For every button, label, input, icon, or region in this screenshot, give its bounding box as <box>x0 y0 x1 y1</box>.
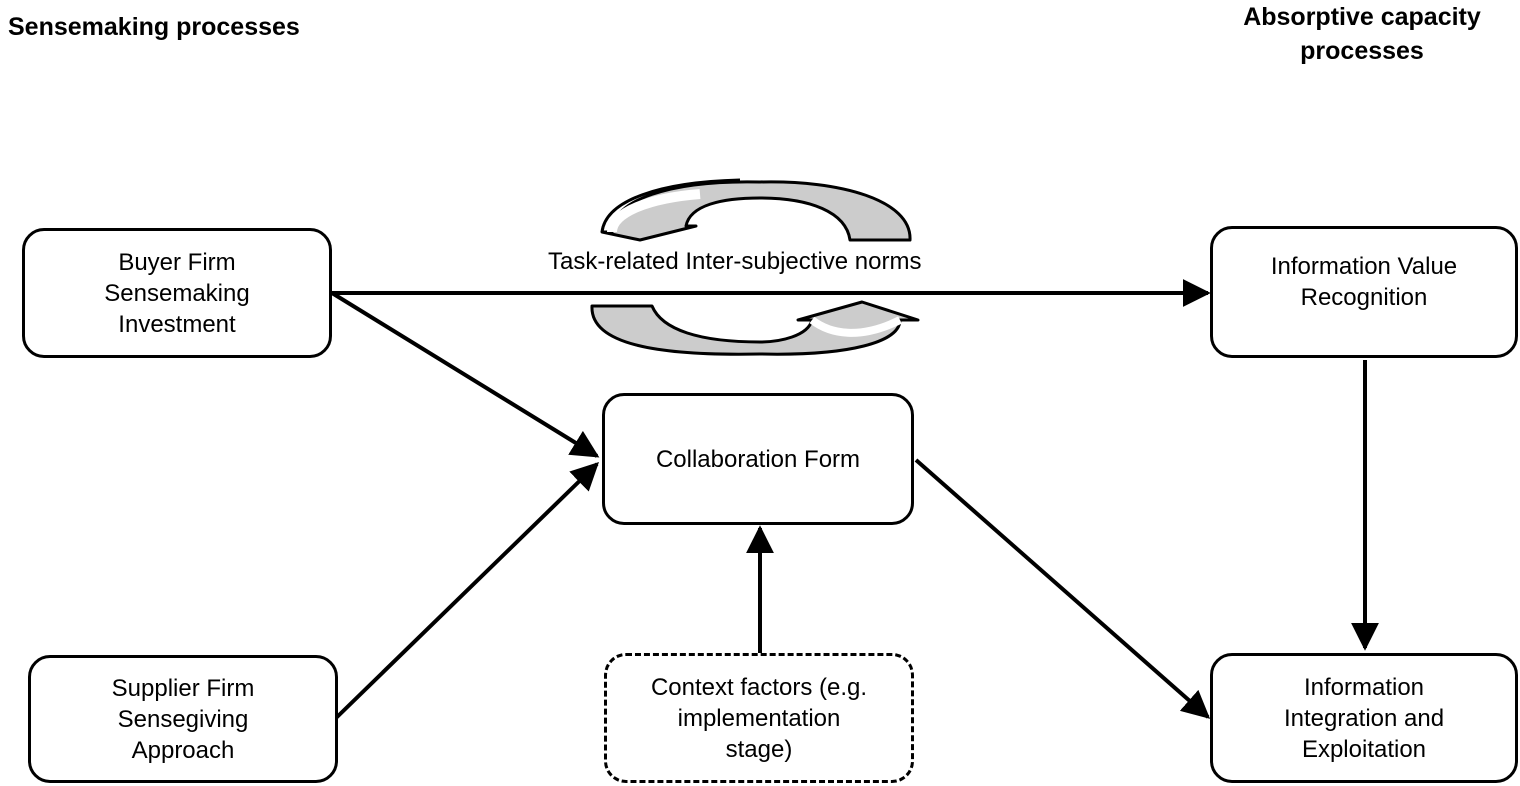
left-column-heading: Sensemaking processes <box>8 13 300 41</box>
supplier-line-3: Approach <box>131 736 235 764</box>
right-heading-line-1: Absorptive capacity <box>1243 3 1481 31</box>
buyer-line-1: Buyer Firm <box>118 248 236 276</box>
context-line-2: implementation <box>677 704 841 732</box>
ivr-line-2: Recognition <box>1300 284 1428 311</box>
node-supplier-sensegiving: Supplier Firm Sensegiving Approach <box>28 655 338 783</box>
node-information-integration: Information Integration and Exploitation <box>1210 653 1518 783</box>
edge-collab-to-iie <box>914 458 1211 719</box>
collab-line-1: Collaboration Form <box>655 446 861 473</box>
node-collaboration-form: Collaboration Form <box>602 393 914 525</box>
node-context-factors: Context factors (e.g. implementation sta… <box>604 653 914 783</box>
edge-buyer-to-collab <box>330 291 600 458</box>
node-buyer-sensemaking: Buyer Firm Sensemaking Investment <box>22 228 332 358</box>
edge-supplier-to-collab <box>334 462 600 720</box>
right-column-heading: Absorptive capacity processes <box>1212 0 1512 68</box>
buyer-line-2: Sensemaking <box>104 279 250 307</box>
context-line-1: Context factors (e.g. <box>650 673 868 701</box>
cycle-arrows-top <box>600 178 912 242</box>
iie-line-3: Exploitation <box>1301 735 1427 763</box>
buyer-line-3: Investment <box>118 310 236 338</box>
node-information-value-recognition: Information Value Recognition <box>1210 226 1518 358</box>
supplier-line-2: Sensegiving <box>117 705 249 733</box>
ivr-line-1: Information Value <box>1270 253 1458 280</box>
iie-line-2: Integration and <box>1283 704 1445 732</box>
context-line-3: stage) <box>725 735 793 763</box>
supplier-line-1: Supplier Firm <box>111 674 255 702</box>
iie-line-1: Information <box>1303 673 1425 701</box>
cycle-arrows-bottom <box>590 300 920 356</box>
right-heading-line-2: processes <box>1300 37 1424 65</box>
norms-edge-label: Task-related Inter-subjective norms <box>548 248 922 275</box>
